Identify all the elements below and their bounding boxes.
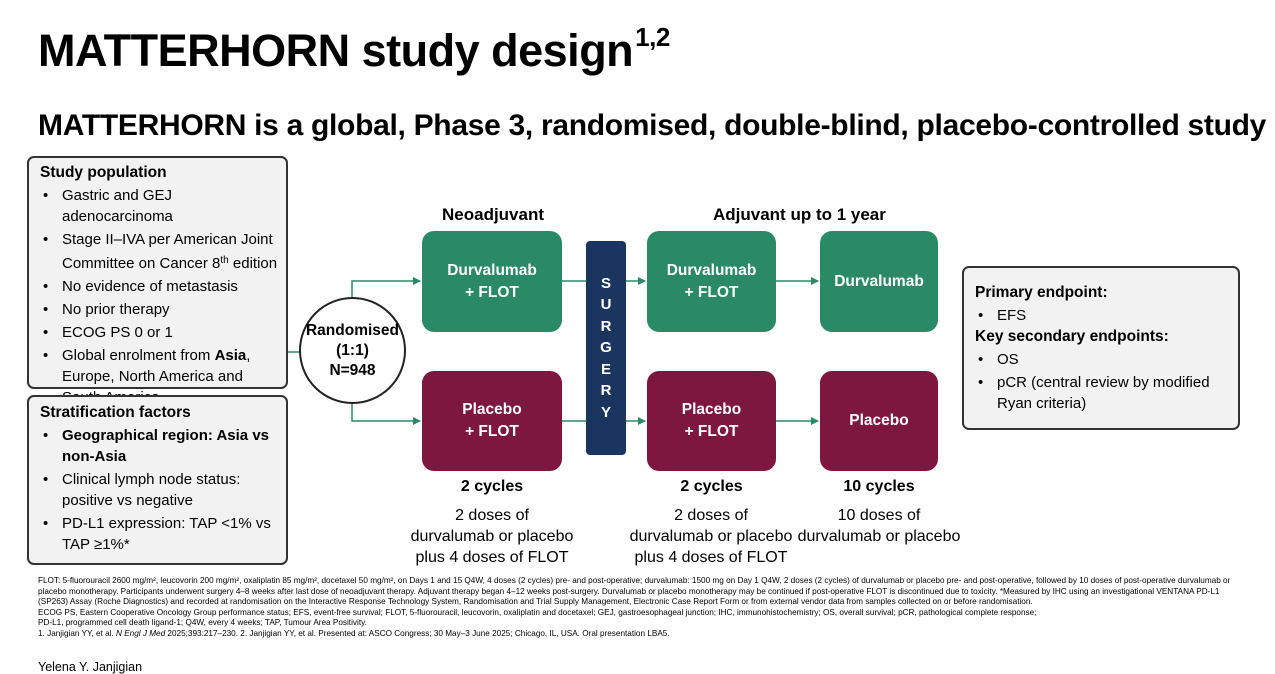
adjuvant-doses: 2 doses of durvalumab or placebo plus 4 … [629, 507, 793, 566]
stratification-item: Clinical lymph node status: positive vs … [40, 469, 278, 511]
population-item: No prior therapy [40, 299, 278, 320]
page-title: MATTERHORN study design1,2 [38, 22, 670, 76]
durvalumab-flot-adjuvant-box: Durvalumab + FLOT [647, 231, 776, 332]
presenter-name: Yelena Y. Janjigian [38, 660, 143, 674]
lower-branch-arrow [351, 404, 421, 425]
adjuvant-heading: Adjuvant up to 1 year [713, 205, 886, 224]
surgery-bar: S U R G E R Y [586, 241, 626, 455]
population-item: Gastric and GEJ adenocarcinoma [40, 185, 278, 227]
stratification-heading: Stratification factors [40, 404, 191, 421]
monotherapy-cycles: 10 cycles [843, 478, 915, 495]
placebo-flot-adjuvant-box: Placebo + FLOT [647, 371, 776, 471]
footnote-abbreviations: ECOG PS, Eastern Cooperative Oncology Gr… [38, 607, 1037, 617]
population-item-stage: Stage II–IVA per American Joint Committe… [40, 229, 278, 274]
surgery-letter: U [600, 296, 612, 314]
page-subtitle: MATTERHORN is a global, Phase 3, randomi… [38, 109, 1267, 142]
study-population-panel: Study population Gastric and GEJ adenoca… [27, 156, 288, 406]
neoadjuvant-heading: Neoadjuvant [442, 205, 545, 224]
footnotes: FLOT: 5-fluorouracil 2600 mg/m², leucovo… [38, 576, 1238, 640]
stratification-panel: Stratification factors Geographical regi… [27, 395, 288, 565]
randomisation-circle: Randomised (1:1) N=948 [299, 297, 406, 404]
footnote-dosing: FLOT: 5-fluorouracil 2600 mg/m², leucovo… [38, 576, 1231, 607]
surgery-letter: G [600, 339, 612, 357]
adjuvant-cycles: 2 cycles [680, 478, 743, 495]
surgery-letter: E [600, 360, 611, 378]
footnote-references: 1. Janjigian YY, et al. N Engl J Med 202… [38, 628, 670, 638]
secondary-endpoint-item: pCR (central review by modified Ryan cri… [975, 372, 1230, 414]
primary-endpoint-heading: Primary endpoint: [975, 284, 1108, 301]
secondary-endpoint-item: OS [975, 349, 1230, 370]
endpoints-panel: Primary endpoint: EFS Key secondary endp… [962, 266, 1240, 430]
surgery-letter: R [600, 317, 612, 335]
upper-branch-arrow [351, 277, 421, 297]
study-population-heading: Study population [40, 164, 167, 181]
placebo-flot-neoadjuvant-box: Placebo + FLOT [422, 371, 562, 471]
primary-endpoint-item: EFS [975, 305, 1230, 326]
population-item: No evidence of metastasis [40, 276, 278, 297]
surgery-letter: S [600, 274, 611, 292]
secondary-endpoints-heading: Key secondary endpoints: [975, 328, 1169, 345]
monotherapy-doses: 10 doses of durvalumab or placebo [797, 507, 961, 545]
footnote-abbreviations-cont: PD-L1, programmed cell death ligand-1; Q… [38, 618, 367, 628]
title-reference: 1,2 [635, 22, 670, 52]
neoadjuvant-doses: 2 doses of durvalumab or placebo plus 4 … [410, 507, 574, 566]
stratification-item: PD-L1 expression: TAP <1% vs TAP ≥1%* [40, 513, 278, 555]
neoadjuvant-cycles: 2 cycles [460, 478, 524, 495]
surgery-letter: Y [600, 403, 611, 421]
population-item: ECOG PS 0 or 1 [40, 322, 278, 343]
durvalumab-monotherapy-box: Durvalumab [820, 231, 938, 332]
surgery-letter: R [600, 382, 612, 400]
stratification-item-region: Geographical region: Asia vs non-Asia [40, 425, 278, 467]
placebo-monotherapy-box: Placebo [820, 371, 938, 471]
durvalumab-flot-neoadjuvant-box: Durvalumab + FLOT [422, 231, 562, 332]
